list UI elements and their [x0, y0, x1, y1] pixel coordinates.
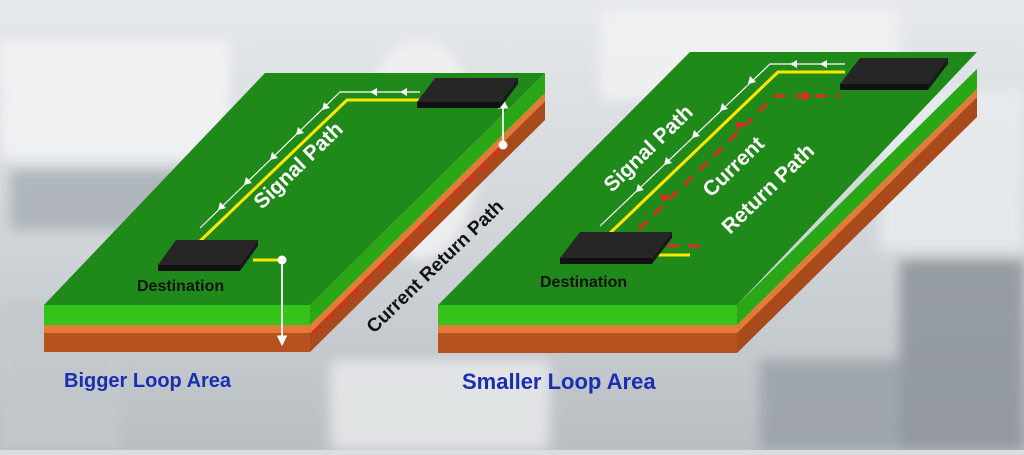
- left-signal-trace: [195, 98, 420, 246]
- right-pcb-board: Signal Path Current Return Path Destinat…: [438, 52, 977, 394]
- right-substrate-front: [438, 333, 737, 353]
- left-caption: Bigger Loop Area: [64, 370, 232, 392]
- left-pcb-board: Signal Path Destination Current Return P…: [44, 73, 545, 392]
- left-substrate-front: [44, 333, 310, 352]
- left-destination-label: Destination: [137, 278, 224, 295]
- right-board-front: [438, 305, 737, 325]
- left-destination-chip: [158, 240, 258, 271]
- left-board-top: [44, 73, 545, 305]
- right-destination-chip: [560, 232, 672, 264]
- right-signal-arrowheads: [636, 60, 827, 192]
- left-board-front: [44, 305, 310, 325]
- left-source-chip: [417, 78, 518, 108]
- right-destination-label: Destination: [540, 274, 627, 291]
- left-return-path: [311, 140, 509, 335]
- right-signal-trace: [606, 70, 845, 237]
- left-signal-arrowheads: [218, 88, 407, 210]
- right-caption: Smaller Loop Area: [462, 369, 656, 394]
- right-source-chip: [840, 58, 948, 90]
